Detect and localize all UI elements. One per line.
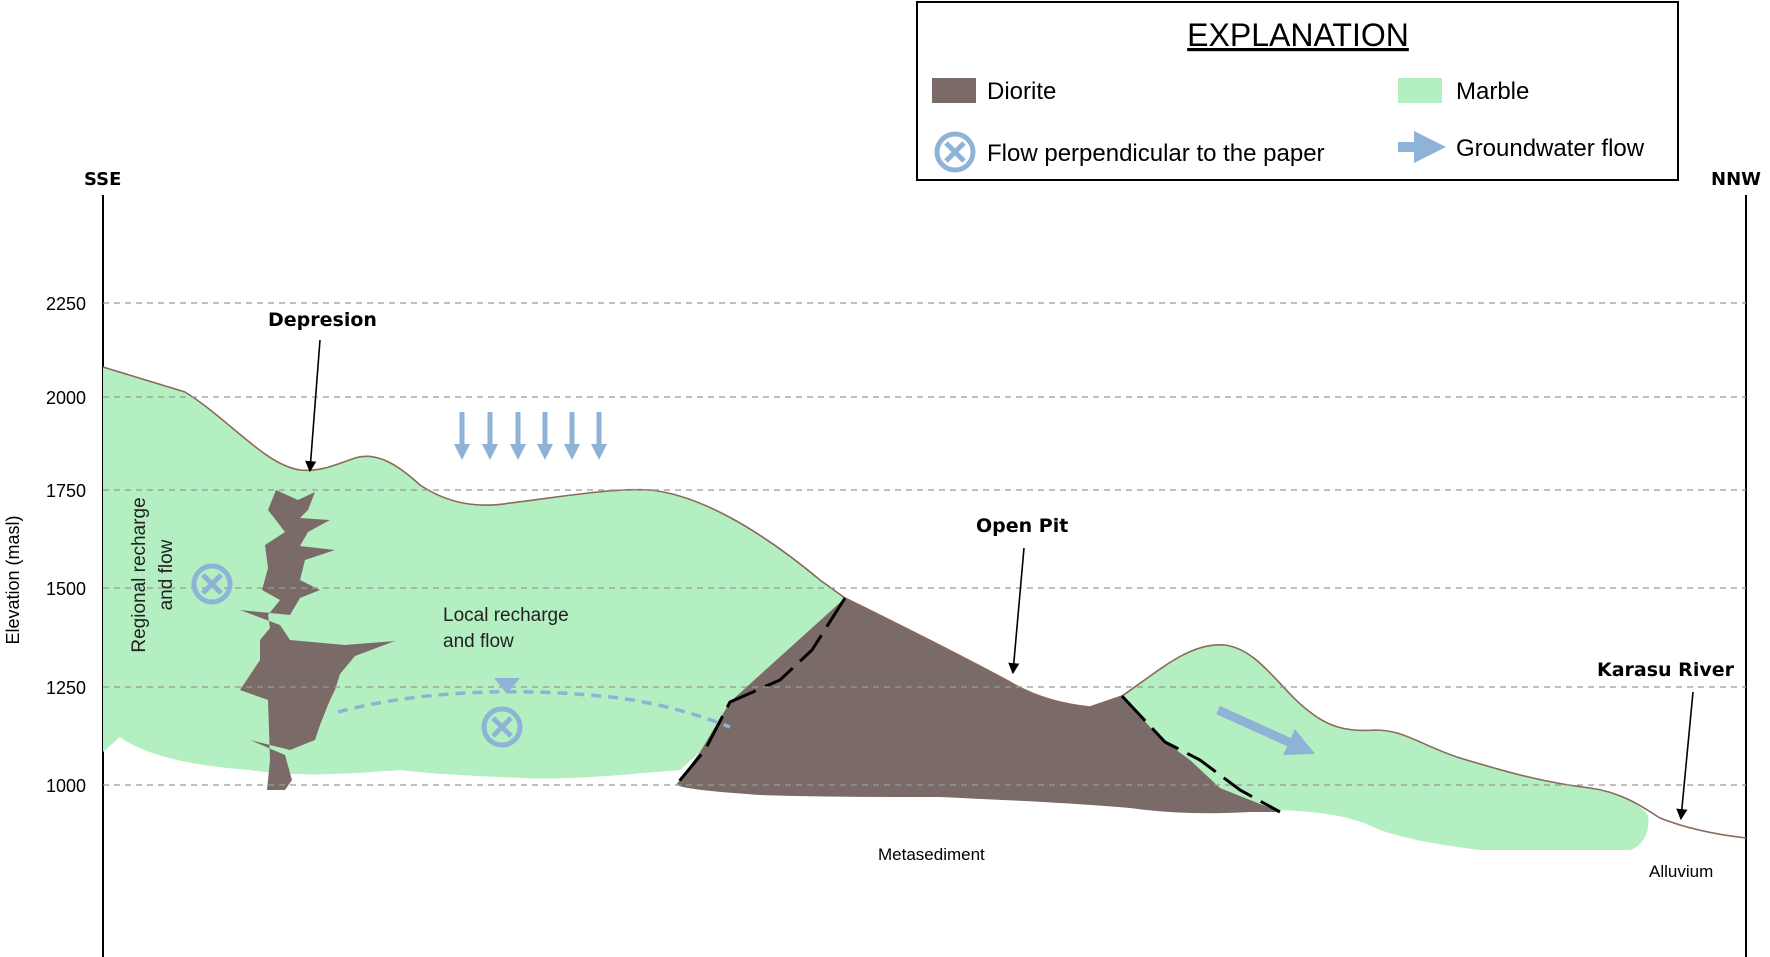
- local-recharge-line1: Local recharge: [443, 605, 569, 626]
- depresion-label: Depresion: [268, 309, 377, 331]
- circle-cross-icon: [934, 131, 976, 173]
- recharge-arrows: [453, 412, 608, 461]
- legend-marble-label: Marble: [1456, 78, 1529, 105]
- open-pit-label: Open Pit: [976, 515, 1068, 537]
- diorite-swatch: [932, 78, 976, 103]
- direction-right-label: NNW: [1711, 169, 1761, 190]
- tick-label-1000: 1000: [46, 776, 86, 796]
- karasu-river-label: Karasu River: [1597, 659, 1735, 681]
- tick-label-1750: 1750: [46, 481, 86, 501]
- legend-diorite-label: Diorite: [987, 78, 1056, 105]
- karasu-river-pointer: [1676, 691, 1694, 821]
- marble-swatch: [1398, 78, 1442, 103]
- direction-left-label: SSE: [84, 169, 121, 190]
- marble-unit-right: [1122, 644, 1649, 850]
- legend-frame: [916, 1, 1679, 181]
- tick-label-2000: 2000: [46, 388, 86, 408]
- depresion-pointer: [305, 339, 321, 473]
- diorite-dyke: [240, 490, 395, 790]
- legend: EXPLANATION Diorite Marble Flow perpendi…: [916, 1, 1679, 181]
- local-flow-arrowhead: [494, 678, 520, 694]
- legend-flow-perpendicular-label: Flow perpendicular to the paper: [987, 140, 1325, 167]
- contact-line-right: [1120, 694, 1281, 814]
- ground-surface-line: [102, 366, 1747, 839]
- regional-recharge-line1: Regional recharge: [129, 497, 150, 652]
- metasediment-label: Metasediment: [878, 845, 985, 864]
- tick-label-2250: 2250: [46, 294, 86, 314]
- local-flow-path: [337, 689, 731, 729]
- groundwater-flow-arrow: [1216, 705, 1316, 756]
- legend-title: EXPLANATION: [1187, 17, 1409, 53]
- open-pit-pointer: [1008, 547, 1025, 675]
- local-recharge-line2: and flow: [443, 631, 514, 652]
- regional-recharge-line2: and flow: [156, 539, 177, 610]
- contact-line-left: [674, 597, 847, 786]
- elevation-gridlines: [103, 302, 1746, 786]
- diorite-body: [676, 598, 1280, 814]
- flow-perpendicular-symbol-regional: [191, 563, 233, 605]
- legend-groundwater-flow-label: Groundwater flow: [1456, 135, 1645, 162]
- tick-label-1500: 1500: [46, 579, 86, 599]
- y-axis-label: Elevation (masl): [3, 515, 23, 644]
- tick-label-1250: 1250: [46, 678, 86, 698]
- flow-perpendicular-symbol-local: [481, 706, 523, 748]
- alluvium-label: Alluvium: [1649, 862, 1713, 881]
